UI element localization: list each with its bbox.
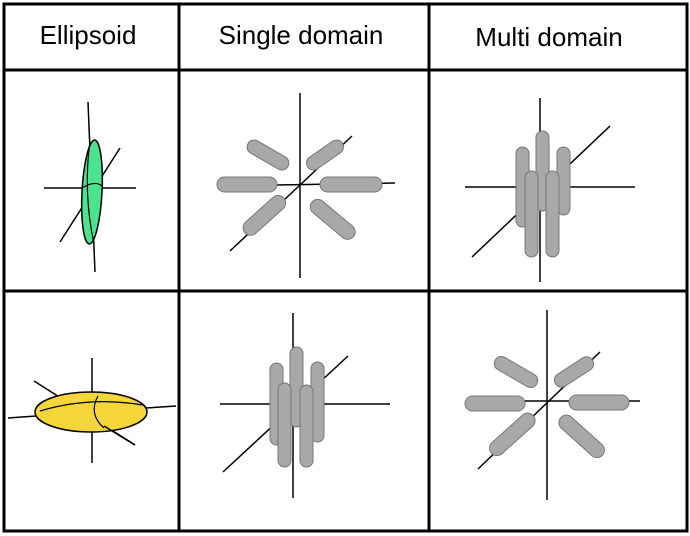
header-ellipsoid: Ellipsoid bbox=[40, 20, 137, 50]
single-domain-stacked bbox=[220, 313, 390, 498]
ellipsoid-prolate-green bbox=[44, 101, 136, 273]
header-multi-domain: Multi domain bbox=[475, 22, 622, 52]
multi-domain-radial bbox=[464, 310, 640, 500]
multi-domain-stacked bbox=[465, 98, 635, 282]
ellipsoid-oblate-yellow bbox=[7, 358, 177, 463]
header-single-domain: Single domain bbox=[219, 20, 384, 50]
single-domain-radial bbox=[216, 93, 396, 278]
